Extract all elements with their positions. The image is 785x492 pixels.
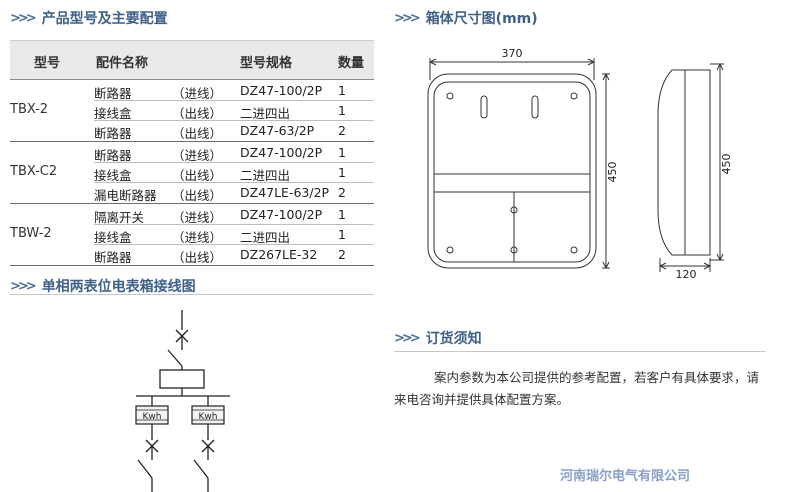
- header-qty: 数量: [338, 56, 365, 71]
- spec-cell: DZ47-100/2P: [240, 145, 323, 160]
- config-table: 型号 配件名称 型号规格 数量 TBX-2 断路器 （进线） DZ47-100/2P 1…: [10, 40, 374, 266]
- direction-cell: （出线）: [172, 126, 223, 141]
- direction-cell: （出线）: [172, 188, 223, 203]
- part-cell: 隔离开关: [94, 210, 145, 225]
- qty-cell: 1: [338, 103, 346, 118]
- header-part: 配件名称: [96, 56, 149, 71]
- header-spec: 型号规格: [240, 56, 293, 71]
- qty-cell: 1: [338, 83, 346, 98]
- part-cell: 断路器: [94, 148, 132, 163]
- header-model: 型号: [34, 56, 61, 71]
- svg-text:Kwh: Kwh: [199, 412, 218, 422]
- table-group: TBX-C2 断路器 （进线） DZ47-100/2P 1 接线盒 （出线） 二进四出 1 漏电断…: [10, 142, 374, 204]
- chevron-icon: >>>: [394, 10, 421, 26]
- spec-cell: DZ47-100/2P: [240, 207, 323, 222]
- direction-cell: （出线）: [172, 250, 223, 265]
- table-row: 断路器 （进线） DZ47-100/2P 1: [94, 142, 374, 163]
- divider: [394, 351, 766, 352]
- qty-cell: 1: [338, 165, 346, 180]
- config-section-title: >>> 产品型号及主要配置: [10, 10, 168, 28]
- chevron-icon: >>>: [10, 278, 37, 294]
- divider: [10, 294, 374, 295]
- table-row: 断路器 （进线） DZ47-100/2P 1: [94, 80, 374, 101]
- table-row: 接线盒 （出线） 二进四出 1: [94, 100, 374, 121]
- depth-label: 120: [676, 268, 697, 281]
- spec-cell: DZ47-100/2P: [240, 83, 323, 98]
- direction-cell: （进线）: [172, 148, 223, 163]
- model-cell: TBX-2: [10, 102, 49, 117]
- table-row: 隔离开关 （进线） DZ47-100/2P 1: [94, 204, 374, 225]
- order-section-title: >>> 订货须知: [394, 330, 482, 348]
- qty-cell: 2: [338, 123, 346, 138]
- model-cell: TBX-C2: [10, 164, 58, 179]
- direction-cell: （出线）: [172, 168, 223, 183]
- table-row: 接线盒 （进线） 二进四出 1: [94, 224, 374, 245]
- part-cell: 断路器: [94, 86, 132, 101]
- table-row: 漏电断路器 （出线） DZ47LE-63/2P 2: [94, 182, 374, 203]
- part-cell: 接线盒: [94, 168, 132, 183]
- svg-text:Kwh: Kwh: [143, 412, 162, 422]
- dimension-section-title: >>> 箱体尺寸图(mm): [394, 10, 538, 28]
- side-height-label: 450: [720, 154, 733, 175]
- direction-cell: （进线）: [172, 230, 223, 245]
- part-cell: 断路器: [94, 250, 132, 265]
- wiring-section-title: >>> 单相两表位电表箱接线图: [10, 278, 196, 296]
- part-cell: 接线盒: [94, 230, 132, 245]
- part-cell: 漏电断路器: [94, 188, 157, 203]
- order-notes: 案内参数为本公司提供的参考配置，若客户有具体要求，请来电咨询并提供具体配置方案。: [394, 370, 760, 407]
- spec-cell: 二进四出: [240, 168, 291, 183]
- direction-cell: （出线）: [172, 106, 223, 121]
- chevron-icon: >>>: [10, 10, 37, 26]
- table-group: TBX-2 断路器 （进线） DZ47-100/2P 1 接线盒 （出线） 二进四出 1 断路器 （…: [10, 80, 374, 142]
- qty-cell: 2: [338, 247, 346, 262]
- dimension-drawing: 370 450 450 120: [427, 47, 733, 281]
- chevron-icon: >>>: [394, 330, 421, 346]
- width-label: 370: [502, 47, 523, 60]
- spec-cell: DZ267LE-32: [240, 247, 318, 262]
- meter-left: Kwh: [135, 405, 169, 425]
- spec-cell: 二进四出: [240, 106, 291, 121]
- qty-cell: 2: [338, 185, 346, 200]
- spec-cell: 二进四出: [240, 230, 291, 245]
- height-label: 450: [606, 162, 619, 183]
- part-cell: 接线盒: [94, 106, 132, 121]
- spec-cell: DZ47LE-63/2P: [240, 185, 330, 200]
- table-row: 断路器 （出线） DZ47-63/2P 2: [94, 120, 374, 141]
- qty-cell: 1: [338, 145, 346, 160]
- meter-right: Kwh: [191, 405, 225, 425]
- part-cell: 断路器: [94, 126, 132, 141]
- spec-cell: DZ47-63/2P: [240, 123, 315, 138]
- qty-cell: 1: [338, 227, 346, 242]
- model-cell: TBW-2: [10, 226, 52, 241]
- table-row: 接线盒 （出线） 二进四出 1: [94, 162, 374, 183]
- table-header: 型号 配件名称 型号规格 数量: [10, 40, 374, 80]
- table-row: 断路器 （出线） DZ267LE-32 2: [94, 244, 374, 265]
- table-group: TBW-2 隔离开关 （进线） DZ47-100/2P 1 接线盒 （进线） 二进四出 1 断路器…: [10, 204, 374, 266]
- direction-cell: （进线）: [172, 86, 223, 101]
- direction-cell: （进线）: [172, 210, 223, 225]
- wiring-diagram: Kwh Kwh: [135, 310, 230, 492]
- company-name: 河南瑞尔电气有限公司: [560, 469, 691, 484]
- qty-cell: 1: [338, 207, 346, 222]
